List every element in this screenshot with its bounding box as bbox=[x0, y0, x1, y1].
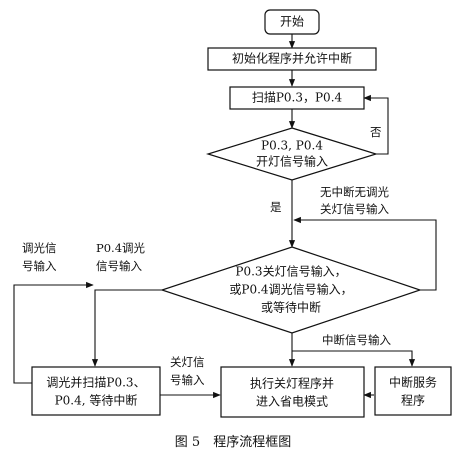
label-interrupt-input: 中断信号输入 bbox=[322, 333, 391, 347]
figure-caption: 图 5 程序流程框图 bbox=[175, 435, 291, 450]
wait-node-shape bbox=[160, 246, 422, 334]
edge-check-no-loop bbox=[363, 94, 389, 155]
edges bbox=[13, 34, 437, 399]
wait-node-line-2: 或P0.4调光信号输入， bbox=[229, 282, 352, 297]
label-off-input-line-1: 关灯信 bbox=[170, 355, 205, 369]
edge-wait-self-loop bbox=[293, 216, 437, 291]
label-no-interrupt-line-1: 无中断无调光 bbox=[320, 185, 389, 199]
isr-node-line-2: 程序 bbox=[401, 393, 425, 408]
init-node-shape bbox=[207, 47, 377, 71]
label-off-input-line-2: 号输入 bbox=[170, 373, 205, 387]
isr-node: 中断服务 程序 bbox=[374, 366, 452, 416]
init-node: 初始化程序并允许中断 bbox=[207, 47, 377, 71]
exec-node-shape bbox=[220, 366, 365, 418]
isr-node-shape bbox=[374, 366, 452, 416]
edge-labels: 否 是 无中断无调光 关灯信号输入 调光信 号输入 P0.4调光 信号输入 中断… bbox=[22, 125, 391, 387]
label-dim-input-line-2: 号输入 bbox=[22, 259, 57, 273]
label-no-interrupt-line-2: 关灯信号输入 bbox=[320, 202, 389, 216]
scan-node-shape bbox=[229, 86, 365, 110]
start-node-label: 开始 bbox=[280, 15, 304, 29]
label-p04-line-1: P0.4调光 bbox=[96, 241, 146, 255]
dim-node-line-2: P0.4, 等待中断 bbox=[55, 393, 138, 408]
isr-node-line-1: 中断服务 bbox=[389, 375, 437, 390]
init-node-label: 初始化程序并允许中断 bbox=[232, 51, 352, 66]
exec-node-line-2: 进入省电模式 bbox=[256, 395, 328, 409]
dim-node-shape bbox=[31, 366, 161, 416]
dim-node-line-1: 调光并扫描P0.3、 bbox=[46, 376, 145, 390]
scan-node: 扫描P0.3，P0.4 bbox=[229, 86, 365, 110]
edge-wait-isr bbox=[292, 350, 416, 367]
check-node: P0.3, P0.4 开灯信号输入 bbox=[205, 127, 379, 181]
edge-wait-dim bbox=[91, 289, 162, 367]
wait-node-line-1: P0.3关灯信号输入， bbox=[235, 264, 346, 279]
start-node: 开始 bbox=[264, 9, 320, 35]
label-dim-input-line-1: 调光信 bbox=[22, 241, 57, 255]
check-node-shape bbox=[205, 127, 379, 181]
exec-node: 执行关灯程序并 进入省电模式 bbox=[220, 366, 365, 418]
wait-node: P0.3关灯信号输入， 或P0.4调光信号输入， 或等待中断 bbox=[160, 246, 422, 334]
scan-node-label: 扫描P0.3，P0.4 bbox=[252, 91, 343, 105]
wait-node-line-3: 或等待中断 bbox=[261, 300, 321, 315]
label-p04-line-2: 信号输入 bbox=[96, 259, 142, 273]
check-node-line-1: P0.3, P0.4 bbox=[261, 139, 323, 153]
start-node-shape bbox=[264, 9, 320, 35]
label-yes: 是 bbox=[270, 200, 282, 214]
dim-node: 调光并扫描P0.3、 P0.4, 等待中断 bbox=[31, 366, 161, 416]
check-node-line-2: 开灯信号输入 bbox=[256, 154, 328, 169]
label-no: 否 bbox=[370, 125, 382, 139]
edge-dim-loop bbox=[13, 281, 94, 384]
exec-node-line-1: 执行关灯程序并 bbox=[250, 376, 334, 391]
